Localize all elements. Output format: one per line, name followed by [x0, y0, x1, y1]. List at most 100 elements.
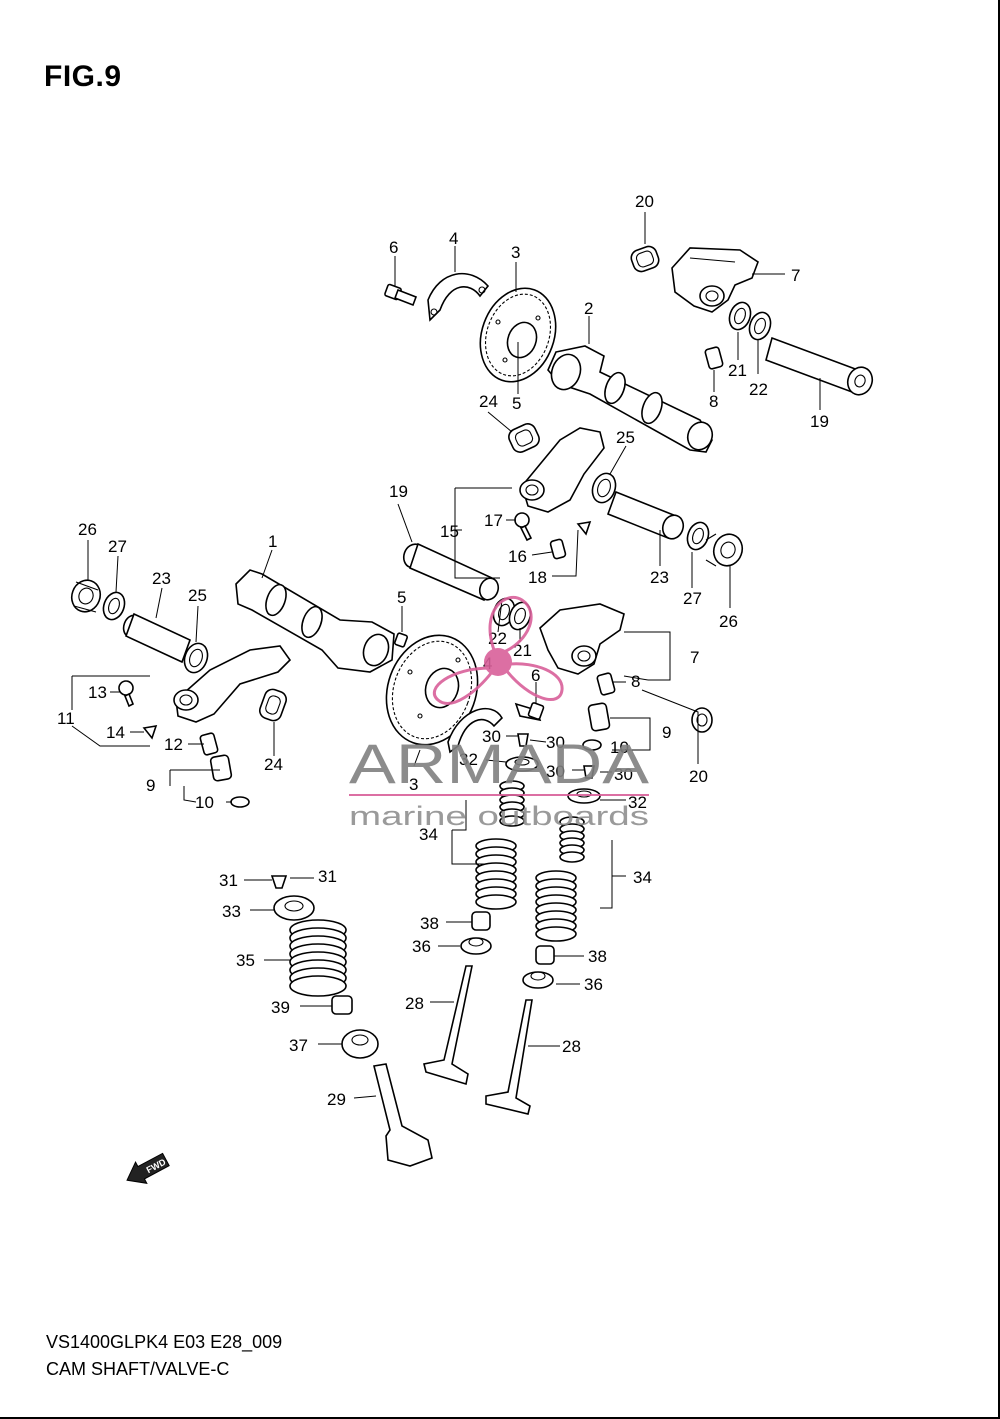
armada-watermark: ARMADA marine outboards	[349, 596, 650, 831]
callout-36: 36	[584, 975, 603, 994]
callout-24: 24	[264, 755, 283, 774]
part-22-upper-washer	[748, 311, 772, 341]
callout-30: 30	[546, 762, 565, 781]
callout-23: 23	[152, 569, 171, 588]
callout-8: 8	[631, 672, 640, 691]
part-10-right-seal	[582, 739, 602, 751]
callout-9: 9	[146, 776, 155, 795]
part-2-camshaft	[547, 345, 714, 453]
callout-27: 27	[108, 537, 127, 556]
callout-29: 29	[327, 1090, 346, 1109]
part-28-valve-a	[423, 965, 473, 1086]
callout-1: 1	[268, 532, 277, 551]
watermark-divider	[349, 794, 649, 796]
part-9-left-tappet	[209, 754, 233, 782]
callout-3: 3	[511, 243, 520, 262]
part-34-spring-set-left	[475, 780, 525, 910]
spring-coil	[289, 975, 347, 997]
callout-19: 19	[389, 482, 408, 501]
part-32-retainer-a	[505, 756, 539, 772]
footer-section-name: CAM SHAFT/VALVE-C	[46, 1359, 230, 1379]
part-27-right-washer	[686, 521, 710, 551]
part-8-middle-adjuster	[596, 672, 616, 696]
callout-37: 37	[289, 1036, 308, 1055]
callout-28: 28	[562, 1037, 581, 1056]
part-31-cotter-left	[270, 875, 288, 889]
part-23-left-rocker-shaft	[122, 612, 192, 664]
part-30-cotter-a	[517, 733, 529, 747]
logo-blade-top	[488, 596, 533, 654]
callout-10: 10	[610, 738, 629, 757]
leader-lines	[71, 212, 821, 1099]
part-30-cotter-b	[583, 765, 595, 779]
spring-coil	[475, 894, 517, 910]
callout-38: 38	[588, 947, 607, 966]
watermark-brand: ARMADA	[349, 732, 650, 795]
part-3-lower-cam-sprocket	[385, 634, 479, 746]
part-26-left-plug	[70, 579, 102, 613]
part-7-middle-rocker-arm	[539, 603, 625, 675]
part-28-valve-b	[485, 999, 533, 1115]
callout-30: 30	[482, 727, 501, 746]
part-35-spring	[289, 919, 347, 997]
part-4-lower-retainer-plate	[447, 708, 503, 754]
callout-10: 10	[195, 793, 214, 812]
callout-30: 30	[614, 765, 633, 784]
callout-14: 14	[106, 723, 125, 742]
callout-36: 36	[412, 937, 431, 956]
callout-5: 5	[512, 394, 521, 413]
callout-26: 26	[78, 520, 97, 539]
part-21-upper-washer	[728, 301, 752, 331]
footer-model-code: VS1400GLPK4 E03 E28_009	[46, 1332, 283, 1352]
part-29-valve	[373, 1063, 433, 1167]
part-16-adjuster	[549, 538, 567, 560]
callout-33: 33	[222, 902, 241, 921]
callout-3: 3	[409, 775, 418, 794]
part-10-left-seal	[230, 796, 250, 808]
part-6-upper-bolt	[384, 283, 418, 307]
callout-21: 21	[513, 641, 532, 660]
callout-16: 16	[508, 547, 527, 566]
part-36-seat-b	[522, 971, 554, 989]
part-18-locknut	[576, 520, 592, 536]
part-20-lower-shim	[691, 707, 713, 733]
fwd-arrow-icon: FWD	[126, 1152, 170, 1184]
part-39-seal	[331, 995, 353, 1015]
callout-28: 28	[405, 994, 424, 1013]
callout-7: 7	[690, 648, 699, 667]
spring-coil	[535, 926, 577, 942]
callout-11: 11	[57, 709, 75, 728]
spring-coil	[559, 851, 585, 863]
part-15-rocker-arm	[519, 427, 605, 513]
part-7-upper-rocker-arm	[671, 247, 759, 313]
armada-propeller-logo-icon	[432, 596, 564, 705]
callout-31: 31	[219, 871, 238, 890]
callout-9: 9	[662, 723, 671, 742]
part-24-upper-shim	[508, 423, 540, 453]
part-33-retainer	[273, 895, 315, 921]
callout-32: 32	[459, 750, 478, 769]
callout-6: 6	[531, 666, 540, 685]
callout-20: 20	[635, 192, 654, 211]
logo-hub	[484, 648, 512, 676]
callout-13: 13	[88, 683, 107, 702]
part-19-middle-rocker-shaft	[402, 542, 500, 602]
part-13-adjust-screw	[118, 680, 135, 708]
logo-blade-right	[504, 662, 564, 701]
part-8-upper-adjuster	[704, 346, 724, 370]
callout-25: 25	[188, 586, 207, 605]
callout-38: 38	[420, 914, 439, 933]
callout-30: 30	[546, 733, 565, 752]
callout-8: 8	[709, 392, 718, 411]
callout-18: 18	[528, 568, 547, 587]
part-11-rocker-arm	[173, 645, 292, 723]
callout-26: 26	[719, 612, 738, 631]
callout-32: 32	[628, 793, 647, 812]
part-23-right-rocker-shaft	[606, 490, 685, 540]
callout-34: 34	[633, 868, 652, 887]
part-6-lower-bolt	[514, 702, 545, 722]
callout-24: 24	[479, 392, 498, 411]
part-1-camshaft	[235, 569, 395, 673]
